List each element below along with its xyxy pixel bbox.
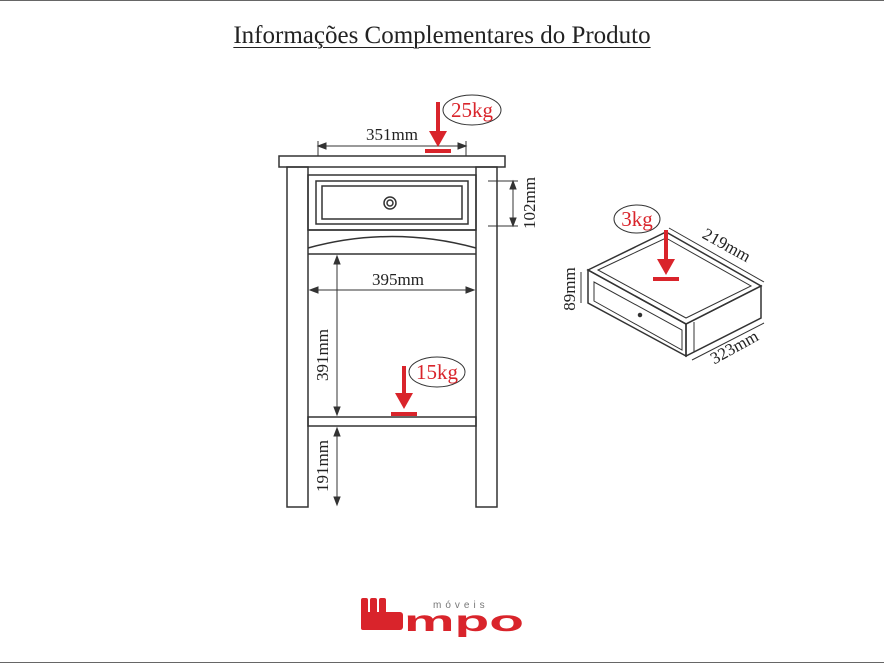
arrow-shaft [436,102,440,136]
left-leg [286,166,309,508]
arrow-head [429,131,447,147]
load-badge-shelf [408,356,466,388]
tabletop [278,155,506,168]
arrow-base [653,277,679,281]
dim-line-drawer-depth [668,227,765,283]
drawer-inner-outline [596,237,753,319]
dim-arrow [465,286,476,294]
dim-line-drawer-box-width [691,322,765,361]
drawer-dimension-lines [580,227,765,361]
drawer-isometric-view [586,231,763,358]
drawer-front-face [587,268,687,358]
load-badge-top [442,94,502,126]
dim-arrow [333,426,341,437]
label-drawer-box-width: 323mm [707,326,762,368]
apron-arch [307,235,477,249]
arrow-shaft [664,230,668,264]
page-title: Informações Complementares do Produto [233,22,651,49]
drawer-front-panel [593,281,683,351]
drawer-panel-outer [315,180,469,225]
load-arrow-shelf [391,366,417,416]
mpo-logo-mark [361,598,403,630]
label-inner-width: 395mm [372,270,424,289]
logo-block [361,612,403,630]
label-drawer-depth: 219mm [699,224,754,266]
load-drawer-label: 3kg [621,207,653,231]
arrow-head [657,259,675,275]
arrow-head [395,393,413,409]
drawer-knob [383,196,397,210]
nightstand-front-view [278,155,506,508]
front-dimension-lines [308,141,518,507]
load-arrow-top [425,102,451,153]
right-leg [475,166,498,508]
dim-arrow [316,142,327,150]
label-drawer-height: 102mm [520,177,539,229]
load-shelf-label: 15kg [416,360,459,384]
label-top-width: 351mm [366,125,418,144]
drawer-panel-inner [321,185,463,220]
dim-arrow [308,286,319,294]
load-badge-drawer [613,204,661,234]
drawer-side-face [685,284,762,358]
label-leg-height: 191mm [313,440,332,492]
mpo-logo: móveis mpo [361,598,524,638]
arrow-base [391,412,417,416]
dim-arrow [509,179,517,190]
dim-arrow [333,254,341,265]
logo-subtitle: móveis [433,600,489,611]
drawer-knob-hole [637,312,643,318]
lower-shelf [307,416,477,427]
logo-brand: mpo [404,605,524,638]
arrow-shaft [402,366,406,398]
label-shelf-height: 391mm [313,329,332,381]
dim-arrow [333,496,341,507]
drawer-knob-center [386,199,394,207]
load-top-label: 25kg [451,98,494,122]
label-drawer-box-height: 89mm [560,267,579,310]
load-arrow-drawer [653,230,679,281]
dim-arrow [457,142,468,150]
arrow-base [425,149,451,153]
dim-arrow [509,217,517,228]
dim-arrow [333,406,341,417]
drawer-front [307,174,477,231]
